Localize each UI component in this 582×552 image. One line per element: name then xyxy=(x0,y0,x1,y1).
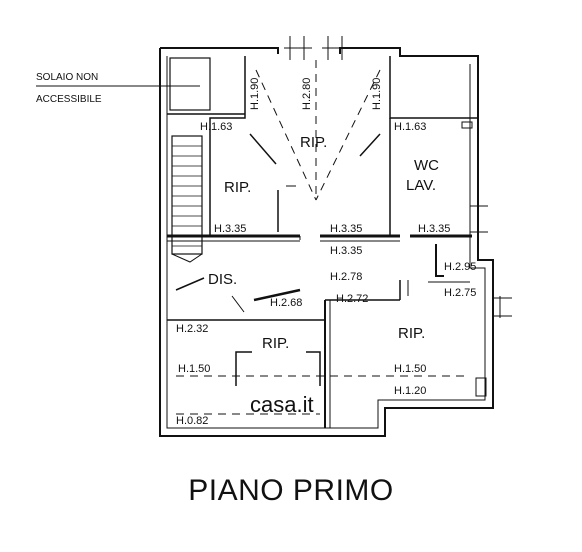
height-label-150-left: H.1.50 xyxy=(178,363,210,375)
room-label-rip-bottom-right: RIP. xyxy=(398,325,425,342)
height-label-268: H.2.68 xyxy=(270,297,302,309)
height-label-335-a: H.3.35 xyxy=(214,223,246,235)
height-label-272: H.2.72 xyxy=(336,293,368,305)
height-label-120: H.1.20 xyxy=(394,385,426,397)
height-label-150-right: H.1.50 xyxy=(394,363,426,375)
room-label-rip-left: RIP. xyxy=(224,179,251,196)
height-label-295: H.2.95 xyxy=(444,261,476,273)
height-label-232: H.2.32 xyxy=(176,323,208,335)
plan-title: PIANO PRIMO xyxy=(188,474,394,507)
room-label-wc: WC xyxy=(414,157,439,174)
height-label-163-left: H.1.63 xyxy=(200,121,232,133)
walls xyxy=(159,36,512,437)
height-label-163-right: H.1.63 xyxy=(394,121,426,133)
height-label-335-c: H.3.35 xyxy=(330,245,362,257)
room-label-rip-top: RIP. xyxy=(300,134,327,151)
height-label-278: H.2.78 xyxy=(330,271,362,283)
height-label-335-d: H.3.35 xyxy=(418,223,450,235)
height-label-335-b: H.3.35 xyxy=(330,223,362,235)
height-label-center-vertical: H.2.80 xyxy=(301,78,313,110)
dashed-lines xyxy=(176,60,470,415)
solaio-note-line1: SOLAIO NON xyxy=(36,72,98,83)
room-label-rip-bottom-left: RIP. xyxy=(262,335,289,352)
watermark: casa.it xyxy=(250,392,314,417)
room-label-lav: LAV. xyxy=(406,177,436,194)
height-label-275: H.2.75 xyxy=(444,287,476,299)
solaio-note-line2: ACCESSIBILE xyxy=(36,94,102,105)
height-label-left-vertical: H.1.90 xyxy=(249,78,261,110)
height-label-082: H.0.82 xyxy=(176,415,208,427)
room-label-dis: DIS. xyxy=(208,271,237,288)
height-label-right-vertical: H.1.90 xyxy=(371,78,383,110)
